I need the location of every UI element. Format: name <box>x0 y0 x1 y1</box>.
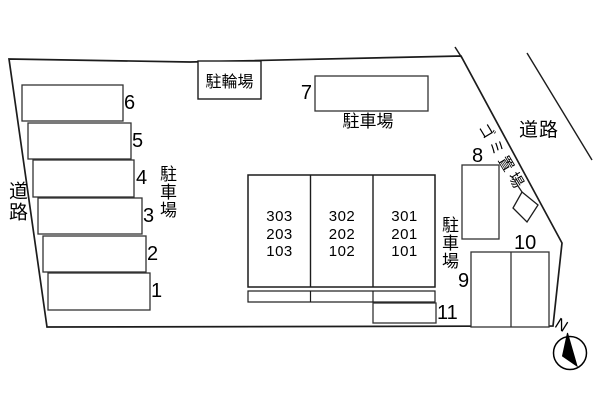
building-unit-column-2: 302 202 102 <box>311 208 373 261</box>
parking-space-1-number: 1 <box>151 280 163 302</box>
compass-needle-icon <box>561 332 578 368</box>
building-unit-column-1: 303 203 103 <box>249 208 310 261</box>
road-label-right: 道路 <box>519 120 560 141</box>
building-outline <box>247 174 436 288</box>
road-label-left: 道路 <box>6 181 27 223</box>
room-number: 302 <box>328 208 356 225</box>
room-number: 202 <box>328 225 356 243</box>
road-outer-edge-line <box>526 52 593 161</box>
parking-space-11-number: 11 <box>437 302 458 324</box>
parking-lot-label-top: 駐車場 <box>342 112 394 131</box>
parking-space-7-number: 7 <box>300 82 312 104</box>
garbage-enclosure <box>512 191 539 224</box>
garbage-enclosure-mark <box>517 185 523 193</box>
parking-space-10-number: 10 <box>514 232 537 254</box>
parking-space-2-number: 2 <box>147 243 159 265</box>
parking-space-4-box <box>32 159 135 198</box>
parking-space-1-box <box>47 272 151 311</box>
parking-space-2-box <box>42 235 147 273</box>
parking-space-8-number: 8 <box>472 145 484 167</box>
parking-space-9-number: 9 <box>458 270 470 292</box>
room-number: 303 <box>266 208 293 225</box>
room-number: 203 <box>266 225 293 243</box>
room-number: 103 <box>266 243 293 260</box>
room-number: 301 <box>391 208 418 225</box>
parking-space-11-box <box>372 302 437 324</box>
parking-space-6-box <box>21 84 124 122</box>
parking-space-3-number: 3 <box>143 205 155 227</box>
room-number: 102 <box>328 243 356 260</box>
parking-space-8-box <box>461 164 500 240</box>
balcony-strip <box>247 290 436 303</box>
room-number: 101 <box>391 243 418 260</box>
parking-space-5-box <box>27 122 132 160</box>
parking-space-9-10-box <box>470 251 550 328</box>
parking-space-6-number: 6 <box>124 92 136 114</box>
parking-space-4-number: 4 <box>136 167 148 189</box>
parking-space-5-number: 5 <box>132 130 144 152</box>
parking-space-7-box <box>314 75 429 112</box>
building-unit-column-3: 301 201 101 <box>374 208 435 261</box>
road-inner-edge-line <box>454 46 463 59</box>
parking-space-3-box <box>37 197 143 235</box>
bicycle-parking-box <box>197 60 262 100</box>
parking-lot-label-right: 駐車場 <box>439 216 458 270</box>
parking-lot-label-left: 駐車場 <box>157 165 176 219</box>
bicycle-parking-label: 駐輪場 <box>205 74 254 91</box>
room-number: 201 <box>391 225 418 243</box>
